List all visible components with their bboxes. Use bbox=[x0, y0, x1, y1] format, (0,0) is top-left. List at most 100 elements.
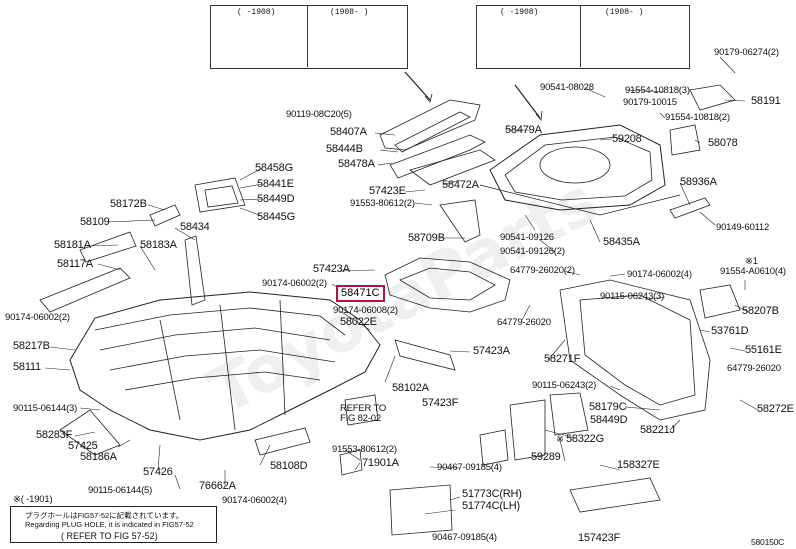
part-label[interactable]: 51773C(RH) bbox=[462, 488, 522, 500]
part-label[interactable]: ※1 bbox=[745, 256, 758, 267]
highlighted-part-label[interactable]: 58471C bbox=[336, 285, 385, 302]
diagram-code: 580150C bbox=[751, 537, 785, 547]
note-box: プラグホールはFIG57-52に記載されています。 Regarding PLUG… bbox=[10, 506, 217, 543]
inset-right-a-header: ( -1908) bbox=[500, 8, 539, 17]
inset-box-left bbox=[210, 5, 408, 69]
part-label[interactable]: 58109 bbox=[80, 216, 110, 228]
part-label[interactable]: 58022E bbox=[340, 316, 377, 328]
part-label[interactable]: 91554-A0610(4) bbox=[720, 266, 786, 277]
part-label[interactable]: 58179C bbox=[589, 401, 627, 413]
part-label[interactable]: 58102A bbox=[392, 382, 429, 394]
part-label[interactable]: 76662A bbox=[199, 480, 236, 492]
part-label[interactable]: 57426 bbox=[143, 466, 173, 478]
floor-pan-shape bbox=[69, 291, 381, 441]
inset-right-b-header: (1908- ) bbox=[605, 8, 644, 17]
part-label[interactable]: 90119-08C20(5) bbox=[286, 109, 352, 120]
note-line2: Regarding PLUG HOLE, it is indicated in … bbox=[25, 520, 194, 529]
part-label[interactable]: 71901A bbox=[362, 457, 399, 469]
part-label[interactable]: 57423A bbox=[313, 263, 350, 275]
refer-fig-line1[interactable]: REFER TO bbox=[340, 403, 387, 414]
part-label[interactable]: 90149-60112 bbox=[716, 222, 770, 233]
part-label[interactable]: 58217B bbox=[13, 340, 50, 352]
part-label[interactable]: 64779-26020 bbox=[497, 317, 551, 328]
part-label[interactable]: 58172B bbox=[110, 198, 147, 210]
part-label[interactable]: 58441E bbox=[257, 178, 294, 190]
part-label[interactable]: 90115-06243(3) bbox=[600, 291, 665, 302]
part-label[interactable]: 90467-09185(4) bbox=[432, 532, 497, 543]
refer-fig-line2[interactable]: FIG 82-02 bbox=[340, 413, 381, 424]
part-label[interactable]: 58435A bbox=[603, 236, 640, 248]
inset-left-b-header: (1908- ) bbox=[330, 8, 369, 17]
part-label[interactable]: 90174-06002(4) bbox=[627, 269, 692, 280]
part-label[interactable]: 91554-10818(3) bbox=[625, 85, 690, 96]
part-label[interactable]: 58322G bbox=[566, 433, 604, 445]
part-label[interactable]: 58479A bbox=[505, 124, 542, 136]
spare-tire-well-shape bbox=[489, 124, 666, 211]
part-label[interactable]: 90541-08028 bbox=[540, 82, 594, 93]
part-label[interactable]: 57423F bbox=[422, 397, 459, 409]
part-label[interactable]: 58434 bbox=[180, 221, 210, 233]
part-label[interactable]: 55161E bbox=[745, 344, 782, 356]
part-label[interactable]: 58272E bbox=[757, 403, 794, 415]
note-line3[interactable]: ( REFER TO FIG 57-52) bbox=[61, 531, 158, 541]
part-label[interactable]: 90541-09126 bbox=[500, 232, 554, 243]
part-label[interactable]: 58191 bbox=[751, 95, 781, 107]
part-label[interactable]: 90174-06002(4) bbox=[222, 495, 287, 506]
part-label[interactable]: 58449D bbox=[590, 414, 628, 426]
floor-panel-58471c-shape bbox=[384, 257, 511, 313]
part-label[interactable]: 91554-10818(2) bbox=[665, 112, 730, 123]
part-label[interactable]: 90115-06144(5) bbox=[88, 485, 153, 496]
part-label[interactable]: ※ bbox=[556, 434, 564, 445]
part-label[interactable]: 58478A bbox=[338, 158, 375, 170]
part-label[interactable]: 90115-06144(3) bbox=[13, 403, 78, 414]
note-range: ※( -1901) bbox=[13, 494, 53, 505]
note-line1: プラグホールはFIG57-52に記載されています。 bbox=[25, 511, 184, 520]
part-label[interactable]: 157423F bbox=[578, 532, 621, 544]
part-label[interactable]: 58709B bbox=[408, 232, 445, 244]
part-label[interactable]: 58283F bbox=[36, 429, 73, 441]
part-label[interactable]: 58108D bbox=[270, 460, 308, 472]
inset-box-right bbox=[476, 5, 690, 69]
part-label[interactable]: 58078 bbox=[708, 137, 738, 149]
part-label[interactable]: 58181A bbox=[54, 239, 91, 251]
part-label[interactable]: 57423E bbox=[369, 185, 406, 197]
part-label[interactable]: 58111 bbox=[13, 361, 41, 373]
part-label[interactable]: 58183A bbox=[140, 239, 177, 251]
part-label[interactable]: 90174-06008(2) bbox=[333, 305, 398, 316]
part-label[interactable]: 58407A bbox=[330, 126, 367, 138]
part-label[interactable]: 64779-26020(2) bbox=[510, 265, 575, 276]
quarter-panel-shape bbox=[559, 279, 711, 421]
part-label[interactable]: 51774C(LH) bbox=[462, 500, 520, 512]
part-label[interactable]: 90467-09185(4) bbox=[437, 462, 502, 473]
part-label[interactable]: 64779-26020 bbox=[727, 363, 781, 374]
part-label[interactable]: 58207B bbox=[742, 305, 779, 317]
part-label[interactable]: 57425 bbox=[68, 440, 98, 452]
part-label[interactable]: 58444B bbox=[326, 143, 363, 155]
part-label[interactable]: 59208 bbox=[612, 133, 642, 145]
part-label[interactable]: 58221J bbox=[640, 424, 675, 436]
part-label[interactable]: 158327E bbox=[617, 459, 660, 471]
part-label[interactable]: 53761D bbox=[711, 325, 749, 337]
part-label[interactable]: 90179-06274(2) bbox=[714, 47, 779, 58]
part-label[interactable]: 90541-09126(2) bbox=[500, 246, 565, 257]
part-label[interactable]: 58936A bbox=[680, 176, 717, 188]
side-rail-shape bbox=[39, 267, 131, 313]
part-label[interactable]: 58117A bbox=[57, 258, 93, 270]
part-label[interactable]: 58449D bbox=[257, 193, 295, 205]
part-label[interactable]: 91553-80612(2) bbox=[332, 444, 397, 455]
part-label[interactable]: 58472A bbox=[442, 179, 479, 191]
part-label[interactable]: 58458G bbox=[255, 162, 293, 174]
inset-left-a-header: ( -1908) bbox=[237, 8, 276, 17]
part-label[interactable]: 58186A bbox=[80, 451, 117, 463]
part-label[interactable]: 90179-10015 bbox=[623, 97, 677, 108]
part-label[interactable]: 58445G bbox=[257, 211, 295, 223]
part-label[interactable]: 90115-06243(2) bbox=[532, 380, 597, 391]
part-label[interactable]: 90174-06002(2) bbox=[262, 278, 327, 289]
part-label[interactable]: 91553-80612(2) bbox=[350, 198, 415, 209]
part-label[interactable]: 57423A bbox=[473, 345, 510, 357]
part-label[interactable]: 59289 bbox=[531, 451, 561, 463]
part-label[interactable]: 58271F bbox=[544, 353, 581, 365]
part-label[interactable]: 90174-06002(2) bbox=[5, 312, 70, 323]
